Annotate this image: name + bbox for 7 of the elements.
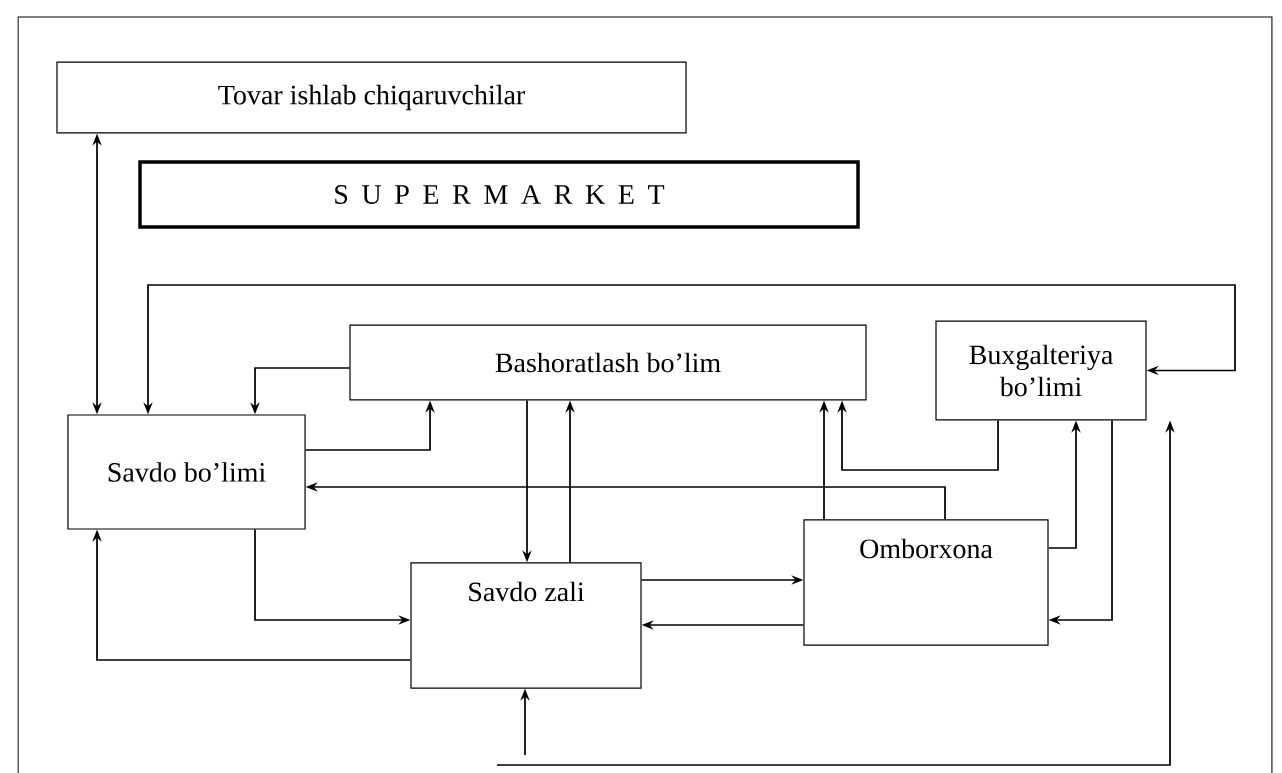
process-box: Omborxona bbox=[803, 519, 1049, 646]
process-box: Tovar ishlab chiqaruvchilar bbox=[56, 61, 687, 134]
title-box: S U P E R M A R K E T bbox=[138, 160, 860, 229]
process-box: Buxgalteriya bo’limi bbox=[935, 320, 1147, 421]
process-box: Savdo bo’limi bbox=[67, 414, 306, 530]
process-box: Bashoratlash bo’lim bbox=[349, 324, 867, 401]
process-box: Savdo zali bbox=[410, 562, 642, 689]
